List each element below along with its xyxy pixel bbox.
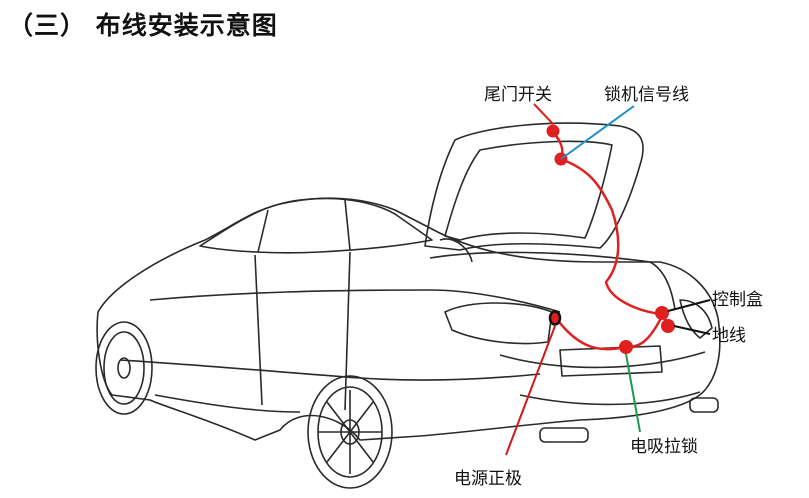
trunk-lid-inner [444, 140, 613, 241]
car-belt-line [149, 289, 561, 313]
car-rear-bumper [499, 351, 706, 369]
leader-power-positive [505, 325, 556, 456]
ground-node [661, 319, 675, 333]
wire-latch-to-power [554, 316, 628, 351]
control-box-node [655, 306, 669, 320]
car-illustration [96, 197, 721, 443]
leader-control-box [667, 299, 711, 312]
page-title: （三） 布线安装示意图 [8, 11, 278, 40]
car-plate-recess [559, 345, 663, 377]
car-side-sill [154, 394, 301, 413]
trunk-lid [424, 122, 676, 311]
wire-signal-to-control [559, 157, 664, 316]
label-power-positive: 电源正极 [454, 469, 522, 489]
rear-wheel [307, 375, 393, 489]
wiring-harness [551, 130, 669, 351]
car-exhaust-left [539, 427, 589, 443]
trunk-strut [439, 238, 473, 263]
suction-lock-node [619, 340, 633, 354]
car-window-divider-2 [344, 199, 351, 251]
car-taillight-left [444, 302, 553, 345]
leader-lines [505, 103, 711, 456]
car-door-line-2 [344, 251, 351, 411]
car-door-line-1 [254, 254, 263, 406]
trunk-opening [429, 251, 676, 311]
label-lock-signal: 锁机信号线 [604, 85, 689, 105]
trunk-lid-outline [424, 122, 644, 251]
label-suction-lock: 电吸拉锁 [630, 437, 698, 457]
leader-ground [673, 325, 711, 335]
car-roof [199, 197, 433, 254]
leader-tail-switch [533, 103, 554, 125]
wiring-nodes [546, 124, 675, 354]
wire-control-to-latch [624, 314, 664, 349]
label-ground: 地线 [712, 326, 746, 346]
label-control-box: 控制盒 [712, 290, 763, 310]
power-positive-node [548, 310, 562, 326]
car-exhaust-right [689, 397, 719, 413]
label-tail-switch: 尾门开关 [484, 85, 552, 105]
leader-lock-signal [560, 105, 635, 160]
leader-suction-lock [625, 353, 641, 433]
car-rear-diffuser [519, 391, 701, 406]
car-side-crease [119, 359, 541, 381]
car-window-divider-1 [257, 209, 269, 253]
tail-switch-node [546, 124, 560, 138]
front-wheel [95, 321, 153, 415]
